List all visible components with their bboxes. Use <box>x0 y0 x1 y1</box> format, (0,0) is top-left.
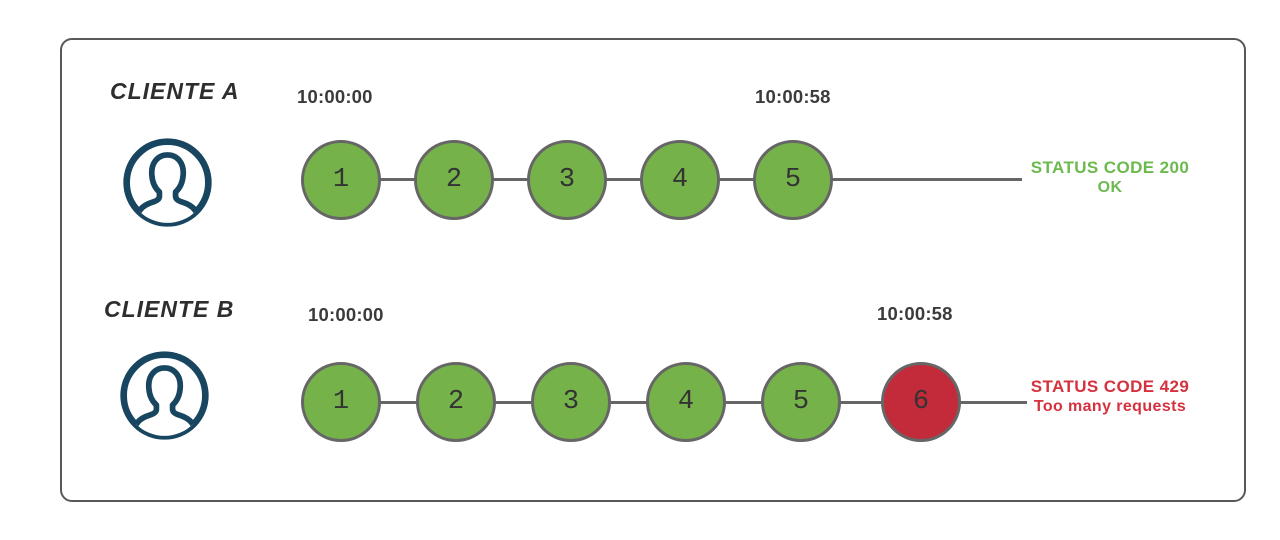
client-a-end-time: 10:00:58 <box>755 86 831 107</box>
status-message-text: Too many requests <box>1033 398 1187 415</box>
client-a-status: STATUS CODE 200 OK <box>1028 158 1192 198</box>
request-circle: 4 <box>646 362 726 442</box>
request-number: 1 <box>332 387 350 417</box>
status-message-text: OK <box>1097 179 1123 196</box>
request-number: 3 <box>558 165 576 195</box>
client-a-start-time: 10:00:00 <box>297 86 373 107</box>
request-circle: 3 <box>531 362 611 442</box>
client-a-label: CLIENTE A <box>110 78 240 104</box>
request-circle: 5 <box>761 362 841 442</box>
client-b-label: CLIENTE B <box>104 296 235 322</box>
request-circle: 1 <box>301 362 381 442</box>
client-b-avatar-icon <box>120 351 209 440</box>
request-number: 3 <box>562 387 580 417</box>
client-b-end-time: 10:00:58 <box>877 303 953 324</box>
request-number: 4 <box>677 387 695 417</box>
status-code-text: STATUS CODE 429 <box>1030 377 1190 396</box>
request-number: 6 <box>912 387 930 417</box>
client-a-avatar-icon <box>123 138 212 227</box>
request-circle: 4 <box>640 140 720 220</box>
request-circle: 2 <box>416 362 496 442</box>
request-number: 5 <box>792 387 810 417</box>
request-number: 2 <box>447 387 465 417</box>
request-circle: 5 <box>753 140 833 220</box>
request-number: 4 <box>671 165 689 195</box>
request-number: 1 <box>332 165 350 195</box>
request-circle: 6 <box>881 362 961 442</box>
client-b-status: STATUS CODE 429 Too many requests <box>1028 377 1192 417</box>
client-b-start-time: 10:00:00 <box>308 304 384 325</box>
request-circle: 2 <box>414 140 494 220</box>
request-number: 5 <box>784 165 802 195</box>
status-code-text: STATUS CODE 200 <box>1030 158 1190 177</box>
request-circle: 3 <box>527 140 607 220</box>
request-circle: 1 <box>301 140 381 220</box>
diagram-frame <box>60 38 1246 502</box>
request-number: 2 <box>445 165 463 195</box>
